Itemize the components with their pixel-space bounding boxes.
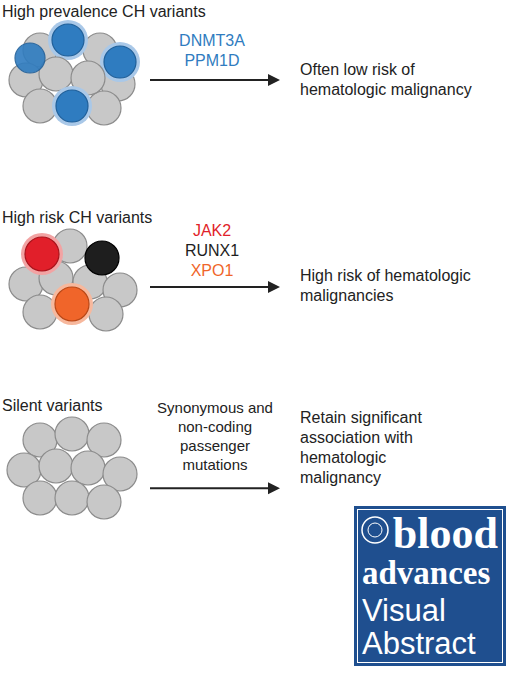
seal-ring — [362, 517, 388, 543]
arrow-head — [268, 74, 280, 86]
panel-heading: High prevalence CH variants — [2, 3, 206, 21]
blue-cell — [52, 24, 84, 56]
cell — [71, 451, 105, 485]
flow-arrow — [150, 74, 280, 86]
blue-cell-halo — [52, 86, 92, 126]
black-cell — [85, 241, 119, 275]
gene-label: XPO1 — [191, 262, 234, 280]
red-cell-halo — [21, 233, 63, 275]
gene-label: RUNX1 — [185, 242, 239, 260]
cell — [23, 481, 57, 515]
cell — [89, 297, 123, 331]
arrow-shaft — [150, 487, 270, 489]
variant-cluster: High risk CH variants — [8, 236, 138, 332]
arrow-head — [268, 482, 280, 494]
cell — [39, 449, 73, 483]
blue-cell — [56, 90, 88, 122]
gene-label: PPM1D — [184, 52, 239, 70]
variant-cluster: High prevalence CH variants — [8, 30, 138, 126]
cell — [23, 89, 57, 123]
cell — [87, 91, 121, 125]
blue-cell-halo — [48, 20, 88, 60]
outcome-text: Often low risk of hematologic malignancy — [300, 60, 500, 102]
cell — [55, 481, 89, 515]
orange-cell-halo — [51, 283, 93, 325]
cell — [55, 417, 89, 451]
gene-label: DNMT3A — [179, 32, 245, 50]
orange-cell — [55, 287, 89, 321]
arrow-shaft — [150, 286, 270, 288]
red-cell — [25, 237, 59, 271]
flow-arrow — [150, 281, 280, 293]
flow-arrow — [150, 482, 280, 494]
logo-text: blood — [362, 514, 498, 554]
blue-cell — [15, 43, 45, 73]
outcome-text: Retain significant association with hema… — [300, 408, 460, 494]
outcome-text: High risk of hematologic malignancies — [300, 266, 500, 308]
journal-logo: bloodadvancesVisual Abstract — [354, 506, 506, 666]
seal-inner — [368, 523, 382, 537]
arrow-shaft — [150, 79, 270, 81]
outcome-label: High risk of hematologic malignancies — [300, 266, 500, 306]
outcome-label: Retain significant association with hema… — [300, 408, 460, 488]
arrow-head — [268, 281, 280, 293]
logo-text: Visual Abstract — [362, 594, 492, 660]
logo-text: advances — [362, 556, 498, 590]
panel-heading: High risk CH variants — [2, 209, 152, 227]
cell — [87, 485, 121, 519]
variant-cluster: Silent variants — [8, 424, 138, 520]
outcome-label: Often low risk of hematologic malignancy — [300, 60, 500, 100]
edge-label: Synonymous and non-coding passenger muta… — [150, 398, 280, 474]
gene-label: JAK2 — [193, 222, 231, 240]
blue-cell-halo — [100, 42, 140, 82]
panel-heading: Silent variants — [2, 397, 103, 415]
blue-cell — [104, 46, 136, 78]
